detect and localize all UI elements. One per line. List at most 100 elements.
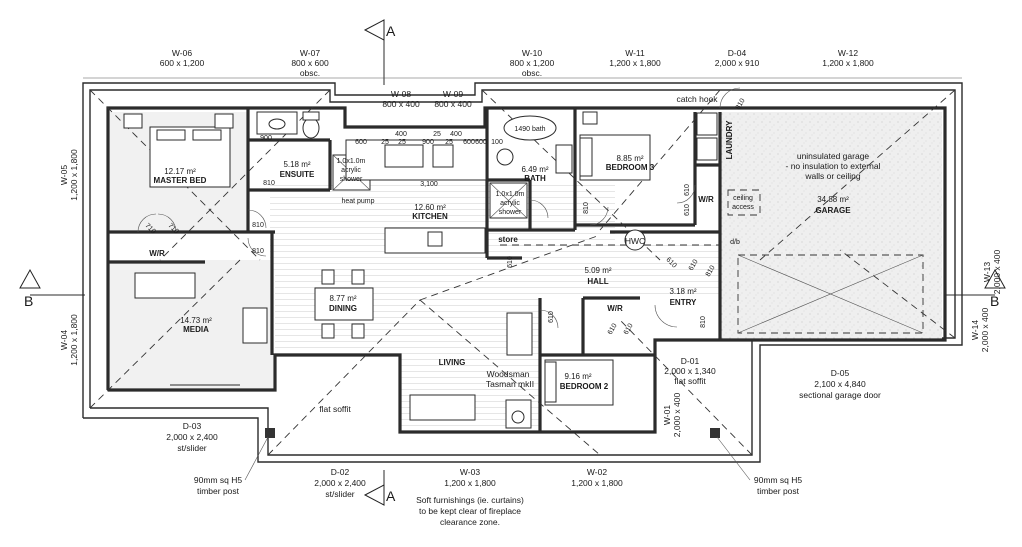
window-code: D-04 bbox=[728, 48, 747, 58]
garage-note: uninsulated garage bbox=[797, 151, 870, 161]
door-swings bbox=[137, 87, 741, 329]
window-code: W-09 bbox=[443, 89, 463, 99]
cooktop bbox=[432, 144, 454, 168]
room-name: BATH bbox=[524, 174, 546, 183]
room-area: 9.16 m² bbox=[564, 372, 591, 381]
door-size: 810 bbox=[263, 180, 275, 187]
door-size: 610 bbox=[548, 311, 555, 323]
heat-pump-label: heat pump bbox=[341, 198, 374, 205]
window-note: sectional garage door bbox=[799, 390, 881, 400]
window-code: D-03 bbox=[183, 421, 202, 431]
room-name: BEDROOM 3 bbox=[606, 163, 655, 172]
door-size: 810 bbox=[252, 248, 264, 255]
store-label: store bbox=[498, 235, 518, 244]
post-label: timber post bbox=[197, 486, 240, 496]
window-code: W-07 bbox=[300, 48, 320, 58]
wr-label: W/R bbox=[149, 249, 165, 258]
section-label: B bbox=[990, 293, 999, 309]
windows-right: W-13 2,000 x 400 W-14 2,000 x 400 bbox=[970, 250, 1002, 353]
window-note: st/slider bbox=[325, 489, 354, 499]
room-area: 5.18 m² bbox=[283, 160, 310, 169]
misc-labels: store LAUNDRY W/R W/R W/R HWC d/b ceilin… bbox=[149, 94, 880, 527]
door-size: 610 bbox=[623, 322, 635, 336]
window-note: obsc. bbox=[522, 68, 542, 78]
window-code: W-11 bbox=[625, 48, 645, 58]
door-size: 810 bbox=[252, 222, 264, 229]
window-size: 1,200 x 1,800 bbox=[69, 314, 79, 366]
window-note: flat soffit bbox=[674, 376, 706, 386]
room-area: 12.17 m² bbox=[164, 167, 196, 176]
shower-label: shower bbox=[499, 209, 522, 216]
living-couch bbox=[409, 394, 476, 421]
window-size: 1,200 x 1,800 bbox=[444, 478, 496, 488]
section-marker-top: A bbox=[363, 19, 396, 85]
window-code: W-03 bbox=[460, 467, 480, 477]
dim-value: 900 bbox=[422, 139, 434, 146]
window-size: 1,200 x 1,800 bbox=[609, 58, 661, 68]
room-name: LIVING bbox=[439, 358, 466, 367]
room-name: HALL bbox=[587, 277, 608, 286]
washing-machine bbox=[696, 137, 718, 161]
window-code: W-14 bbox=[970, 320, 980, 340]
dim-value: 25 bbox=[433, 131, 441, 138]
dim-value: 25 bbox=[398, 139, 406, 146]
section-label: B bbox=[24, 293, 33, 309]
shower-label: shower bbox=[340, 176, 363, 183]
window-size: 600 x 1,200 bbox=[160, 58, 205, 68]
room-name: DINING bbox=[329, 304, 357, 313]
db-label: d/b bbox=[730, 239, 740, 246]
bath-tub-label: 1490 bath bbox=[514, 126, 545, 133]
room-name: BEDROOM 2 bbox=[560, 382, 609, 391]
room-name: ENTRY bbox=[670, 298, 697, 307]
window-size: 800 x 600 bbox=[291, 58, 329, 68]
section-marker-bottom: A bbox=[363, 470, 396, 506]
living-armchair bbox=[506, 312, 533, 356]
room-name: MEDIA bbox=[183, 325, 209, 334]
dim-value: 100 bbox=[491, 139, 503, 146]
shower-label: acrylic bbox=[341, 167, 361, 174]
window-code: D-05 bbox=[831, 368, 850, 378]
dim-value: 600 bbox=[475, 139, 487, 146]
wr-label: W/R bbox=[607, 304, 623, 313]
laundry-label: LAUNDRY bbox=[725, 120, 734, 159]
door-size: 610 bbox=[688, 258, 700, 272]
section-marker-right: B bbox=[945, 268, 1006, 309]
dim-value: 400 bbox=[450, 131, 462, 138]
hot-water-cylinder bbox=[624, 229, 646, 251]
fireplace-label: Tasman mkII bbox=[486, 379, 534, 389]
room-area: 5.09 m² bbox=[584, 266, 611, 275]
window-code: W-13 bbox=[982, 262, 992, 282]
room-area: 34.88 m² bbox=[817, 195, 849, 204]
window-code: W-10 bbox=[522, 48, 542, 58]
door-size: 610 bbox=[507, 256, 514, 268]
kitchen-dimensions: 400 25 400 600 25 25 900 25 600 600 100 … bbox=[260, 131, 503, 188]
media-chair bbox=[242, 307, 268, 344]
window-size: 800 x 400 bbox=[382, 99, 420, 109]
room-area: 6.49 m² bbox=[521, 165, 548, 174]
window-code: D-01 bbox=[681, 356, 700, 366]
wr-label: W/R bbox=[698, 195, 714, 204]
room-area: 3.18 m² bbox=[669, 287, 696, 296]
soffit-label: flat soffit bbox=[319, 404, 351, 414]
window-code: W-05 bbox=[59, 165, 69, 185]
bath-toilet bbox=[496, 148, 514, 166]
window-size: 2,000 x 1,340 bbox=[664, 366, 716, 376]
garage-floor bbox=[720, 112, 942, 340]
section-label: A bbox=[386, 23, 396, 39]
door-size: 610 bbox=[607, 322, 619, 336]
door-size: 810 bbox=[735, 97, 747, 111]
fireplace-note: to be kept clear of fireplace bbox=[419, 506, 521, 516]
media-couch bbox=[134, 272, 196, 299]
room-area: 14.73 m² bbox=[180, 316, 212, 325]
window-size: 2,000 x 2,400 bbox=[314, 478, 366, 488]
dim-value: 900 bbox=[260, 135, 272, 142]
room-name: MASTER BED bbox=[154, 176, 207, 185]
window-size: 2,000 x 2,400 bbox=[166, 432, 218, 442]
room-name: KITCHEN bbox=[412, 212, 448, 221]
door-size: 810 bbox=[583, 202, 590, 214]
windows-bottom: D-03 2,000 x 2,400 st/slider D-02 2,000 … bbox=[166, 356, 881, 499]
window-code: W-01 bbox=[662, 405, 672, 425]
dim-value: 25 bbox=[381, 139, 389, 146]
